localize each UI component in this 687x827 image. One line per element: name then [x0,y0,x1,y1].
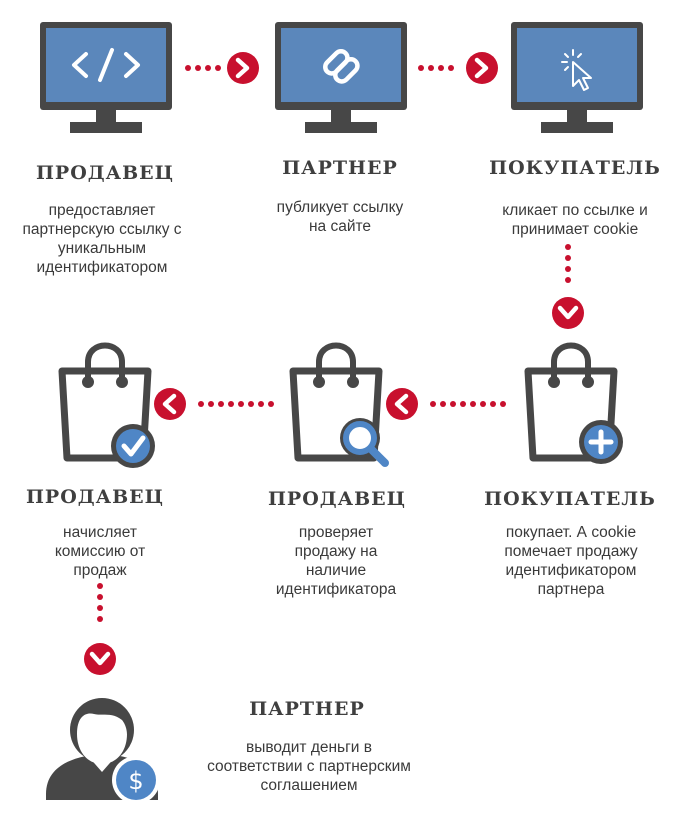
step-1-line: уникальным [57,240,147,257]
connector-1-2 [185,52,259,84]
monitor-code-icon [40,22,172,133]
step-4-line: идентификатором [505,562,637,579]
step-3-line: кликает по ссылке и [502,202,648,219]
step-4-line: покупает. А cookie [505,524,637,541]
step-6-description: начисляет комиссию от продаж [0,523,200,580]
bag-plus-icon [524,342,623,464]
connector-3-4 [552,244,584,329]
step-5-line: наличие [305,562,367,579]
step-5-description: проверяет продажу на наличие идентификат… [236,523,436,599]
user-dollar-icon: $ [46,698,160,804]
step-4-title: ПОКУПАТЕЛЬ [484,488,656,510]
step-6-line: продаж [73,562,127,579]
step-7-line: соглашением [260,777,358,794]
step-5-line: проверяет [298,524,374,541]
step-2-description: публикует ссылку на сайте [240,198,440,236]
step-5-line: продажу на [294,543,378,560]
monitor-cursor-icon [511,22,643,133]
step-3-line: принимает cookie [511,221,639,238]
svg-text:$: $ [128,767,143,795]
bag-search-icon [289,342,389,467]
bag-check-icon [58,342,155,468]
step-4-line: партнера [537,581,605,598]
step-2-line: публикует ссылку [276,199,404,216]
step-5-title: ПРОДАВЕЦ [267,488,407,510]
connector-5-6 [154,388,274,420]
step-6-line: начисляет [63,524,137,541]
step-3-description: кликает по ссылке и принимает cookie [470,201,680,239]
monitor-link-icon [275,22,407,133]
step-1-description: предоставляет партнерскую ссылку с уника… [0,201,204,277]
connector-6-7 [84,583,116,675]
step-7-line: соответствии с партнерским [207,758,411,775]
step-1-line: предоставляет [48,202,156,219]
step-4-line: помечает продажу [504,543,638,560]
step-4-description: покупает. А cookie помечает продажу иден… [466,523,676,599]
step-7-description: выводит деньги в соответствии с партнерс… [176,738,442,795]
step-3-title: ПОКУПАТЕЛЬ [489,157,661,179]
step-5-line: идентификатора [275,581,397,598]
step-2-title: ПАРТНЕР [282,157,398,179]
step-1-line: идентификатором [36,259,168,276]
step-6-line: комиссию от [54,543,146,560]
step-1-title: ПРОДАВЕЦ [35,162,175,184]
step-1-line: партнерскую ссылку с [22,221,182,238]
step-2-line: на сайте [308,218,372,235]
connector-4-5 [386,388,506,420]
connector-2-3 [418,52,498,84]
step-7-line: выводит деньги в [246,739,372,756]
step-7-title: ПАРТНЕР [249,698,365,720]
step-6-title: ПРОДАВЕЦ [25,486,165,508]
